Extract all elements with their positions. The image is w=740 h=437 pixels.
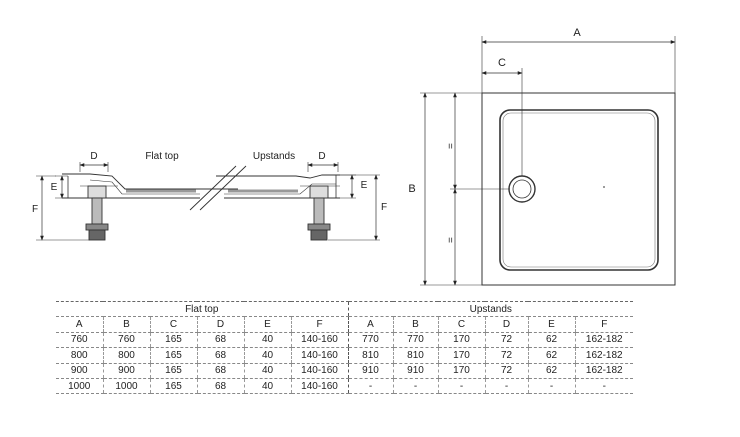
table-cell: 770 [392,332,439,349]
plan-view [420,36,676,286]
table-cell: 140-160 [290,363,349,379]
side-elevation [36,162,380,241]
table-cell: 760 [102,332,150,349]
table-cell: 140-160 [290,332,349,349]
flat-top-label: Flat top [145,151,179,162]
dim-label-d-right: D [318,151,325,162]
table-cell: 72 [484,347,529,364]
column-header: B [392,316,439,333]
table-cell: 1000 [56,378,103,395]
table-cell: 910 [347,363,394,379]
dim-label-f-left: F [32,204,38,215]
column-header: B [102,316,150,333]
table-row: 760 760 165 68 40 140-160 770 770 170 72… [56,332,634,349]
table-cell: - [574,378,634,395]
table-row: 800 800 165 68 40 140-160 810 810 170 72… [56,347,634,364]
group-flat-top: Flat top [56,300,349,318]
table-cell: 165 [149,378,197,395]
dim-label-c: C [498,57,506,69]
group-upstands: Upstands [347,300,634,318]
table-cell: 170 [437,332,486,349]
column-header: A [347,316,394,333]
dim-label-e-right: E [361,180,368,191]
table-cell: 170 [437,347,486,364]
table-cell: 62 [527,332,576,349]
table-cell: 40 [243,332,291,349]
column-header: C [149,316,197,333]
table-cell: 760 [56,332,103,349]
table-cell: 170 [437,363,486,379]
dim-label-a: A [573,27,581,39]
column-header: E [243,316,291,333]
table-cell: 162-182 [574,363,634,379]
table-cell: 910 [392,363,439,379]
dimensions-table: Flat top Upstands A B C D E F A B C D E … [56,300,634,395]
tray-top-right [216,174,340,179]
table-cell: - [484,378,529,395]
table-row: 1000 1000 165 68 40 140-160 - - - - - - [56,378,634,395]
table-cell: 165 [149,332,197,349]
table-cell: 140-160 [290,378,349,395]
table-cell: - [392,378,439,395]
group-header-row: Flat top Upstands [56,300,634,318]
table-row: 900 900 165 68 40 140-160 910 910 170 72… [56,363,634,379]
table-cell: 68 [196,378,244,395]
table-cell: 162-182 [574,347,634,364]
table-cell: 40 [243,347,291,364]
dim-label-e-left: E [51,182,58,193]
column-header: F [290,316,349,333]
equal-sign-upper: = [444,143,455,149]
table-cell: 62 [527,363,576,379]
table-cell: 68 [196,363,244,379]
column-header: C [437,316,486,333]
table-cell: 40 [243,363,291,379]
table-cell: 900 [56,363,103,379]
tray-top-left [62,173,238,190]
adjustable-leg-right [300,185,340,241]
dim-label-d-left: D [90,151,97,162]
column-header: A [56,316,103,333]
column-header: D [196,316,244,333]
table-cell: 800 [56,347,103,364]
table-cell: - [437,378,486,395]
technical-drawing: D Flat top Upstands D E F E F A C B = = [32,27,676,286]
table-cell: 800 [102,347,150,364]
table-cell: - [347,378,394,395]
dim-label-f-right: F [381,202,387,213]
table-cell: 68 [196,332,244,349]
table-cell: 162-182 [574,332,634,349]
table-cell: - [527,378,576,395]
adjustable-leg-left [80,185,118,241]
table-cell: 140-160 [290,347,349,364]
break-line [189,165,247,211]
table-cell: 72 [484,332,529,349]
table-cell: 165 [149,363,197,379]
table-cell: 770 [347,332,394,349]
tray-basin [499,109,659,271]
table-cell: 900 [102,363,150,379]
tray-outline [481,92,676,286]
table-cell: 68 [196,347,244,364]
table-cell: 165 [149,347,197,364]
table-cell: 40 [243,378,291,395]
column-header: D [484,316,529,333]
upstands-label: Upstands [253,151,295,162]
table-cell: 810 [347,347,394,364]
table-cell: 810 [392,347,439,364]
equal-sign-lower: = [444,237,455,243]
column-header: F [574,316,634,333]
table-cell: 72 [484,363,529,379]
column-header-row: A B C D E F A B C D E F [56,316,634,333]
table-cell: 62 [527,347,576,364]
column-header: E [527,316,576,333]
table-cell: 1000 [102,378,150,395]
dim-label-b: B [408,183,415,195]
